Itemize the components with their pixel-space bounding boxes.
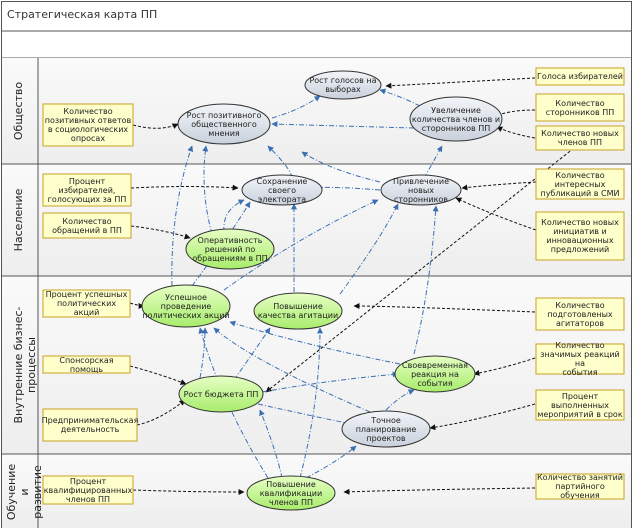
metric-box (535, 389, 625, 421)
page-title: Стратегическая карта ПП (7, 8, 158, 21)
causal-arrow (223, 199, 245, 233)
causal-arrow (229, 320, 401, 365)
metric-box (42, 212, 132, 239)
metric-box (535, 297, 625, 331)
metric-box (42, 103, 134, 147)
causal-arrow (191, 201, 251, 287)
connector-arrow (130, 225, 191, 240)
metric-box (535, 343, 625, 375)
connector-arrow (129, 302, 145, 309)
objective-keep-electorate (241, 174, 323, 206)
connector-arrow (429, 403, 536, 431)
connector-arrow (132, 123, 179, 129)
connector-arrow (265, 147, 575, 393)
connector-arrow (129, 365, 187, 385)
metric-box (535, 67, 625, 86)
lane-label-learning: Обучение и развитие (5, 463, 44, 521)
lane-label-population: Население (12, 188, 25, 252)
objective-planning (341, 410, 431, 448)
metric-box (535, 93, 625, 122)
causal-arrow (233, 327, 271, 381)
connector-arrow (461, 181, 537, 191)
connector-arrow (343, 487, 536, 495)
metric-box (42, 475, 134, 505)
causal-arrow (379, 88, 421, 107)
causal-arrow (198, 327, 269, 479)
causal-arrow (305, 445, 357, 479)
connector-arrow (455, 197, 537, 231)
metric-box (535, 125, 625, 151)
causal-arrow (413, 205, 439, 355)
objective-positive-opinion (177, 103, 271, 145)
lane-label-society: Общество (12, 81, 25, 141)
causal-arrow (199, 327, 208, 379)
metric-box (535, 168, 625, 200)
connector-arrow (353, 303, 536, 313)
objective-increase-members (409, 96, 503, 142)
objective-response-speed (185, 228, 275, 270)
connector-arrow (496, 126, 536, 139)
objective-growth-votes (304, 70, 382, 100)
causal-arrow (271, 121, 415, 129)
causal-arrow (339, 203, 399, 295)
objective-timely-reaction (394, 355, 476, 393)
connector-arrow (136, 399, 186, 426)
metric-box (535, 473, 625, 500)
metric-box (42, 173, 132, 207)
causal-arrow (261, 371, 399, 393)
causal-arrow (202, 145, 213, 235)
metric-box (42, 289, 131, 318)
metric-box (42, 355, 131, 374)
metric-box (42, 408, 138, 442)
causal-arrow (271, 95, 321, 119)
connector-arrow (130, 184, 239, 191)
objective-attract-supporters (380, 174, 462, 206)
connector-arrow (473, 357, 536, 376)
objective-agitation-quality (253, 292, 343, 330)
objective-successful-actions (141, 284, 231, 328)
causal-arrow (223, 199, 379, 291)
objective-qualification (246, 475, 336, 511)
causal-arrow (299, 327, 323, 479)
objective-budget-growth (178, 375, 264, 413)
connector-arrow (132, 488, 245, 495)
lane-label-processes: Внутренние бизнес-процессы (12, 306, 38, 424)
causal-arrow (385, 389, 415, 411)
causal-arrow (171, 145, 194, 287)
causal-arrow (259, 409, 283, 479)
metric-box (535, 211, 625, 261)
